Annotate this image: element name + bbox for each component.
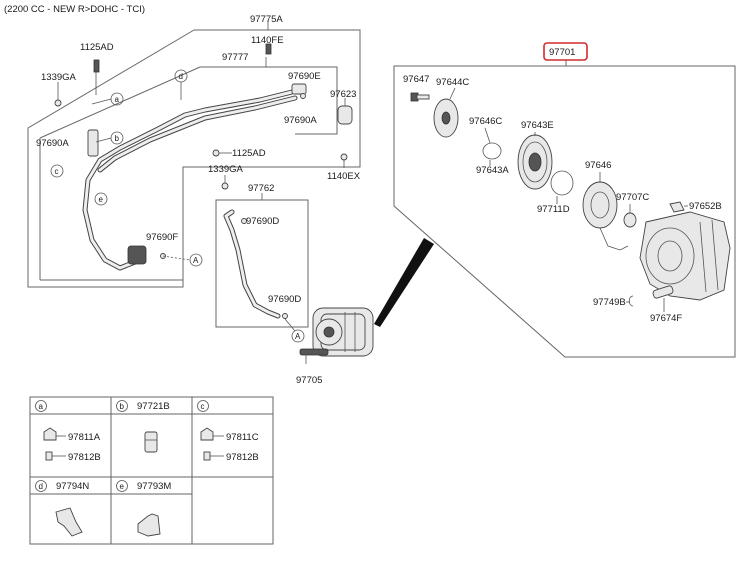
label-97623: 97623	[330, 89, 356, 100]
label-1140FE: 1140FE	[251, 35, 284, 46]
engine-caption: (2200 CC - NEW R>DOHC - TCI)	[4, 4, 145, 15]
suction-pipe	[82, 83, 307, 271]
label-97690D-top: 97690D	[246, 216, 279, 227]
label-97646: 97646	[585, 160, 611, 171]
svg-text:a: a	[39, 402, 44, 411]
label-97644C: 97644C	[436, 77, 469, 88]
label-97707C: 97707C	[616, 192, 649, 203]
legend-d-title: 97794N	[56, 481, 89, 492]
compressor-group-outline: 97701	[393, 42, 736, 358]
label-97690A-right: 97690A	[284, 115, 317, 126]
label-97775A: 97775A	[250, 14, 283, 25]
label-97690E: 97690E	[288, 71, 321, 82]
label-1140EX: 1140EX	[327, 171, 361, 182]
legend-cell-e: e 97793M	[116, 480, 171, 537]
legend-cell-b: b 97721B	[116, 400, 170, 453]
label-1339GA-mid: 1339GA	[208, 164, 244, 175]
legend-b-title: 97721B	[137, 401, 170, 412]
label-97705: 97705	[296, 375, 322, 386]
svg-text:e: e	[99, 195, 104, 204]
label-1125AD-top: 1125AD	[80, 42, 114, 53]
legend-cell-a: a 97811A 97812B	[35, 400, 101, 463]
hose-assembly-outline	[27, 20, 361, 288]
legend-c-part-1: 97811C	[226, 432, 259, 443]
compressor-illustration: 97705	[296, 238, 434, 386]
svg-text:a: a	[115, 95, 120, 104]
label-97749B: 97749B	[593, 297, 626, 308]
legend-cell-d: d 97794N	[35, 480, 89, 537]
label-97777: 97777	[222, 52, 248, 63]
label-97646C: 97646C	[469, 116, 502, 127]
label-97674F: 97674F	[650, 313, 682, 324]
label-97701: 97701	[549, 47, 575, 58]
legend-table	[29, 396, 274, 545]
svg-text:A: A	[193, 256, 199, 265]
svg-text:b: b	[115, 134, 120, 143]
label-97690A-left: 97690A	[36, 138, 69, 149]
label-1339GA-top: 1339GA	[41, 72, 77, 83]
fastener-group-left	[54, 43, 353, 259]
label-97643A: 97643A	[476, 165, 509, 176]
svg-text:e: e	[120, 482, 125, 491]
compressor-labels: 97647 97644C 97646C 97643E 97643A 97646 …	[403, 74, 722, 324]
label-97690D-bottom: 97690D	[268, 294, 301, 305]
label-97647: 97647	[403, 74, 429, 85]
label-97652B: 97652B	[689, 201, 722, 212]
compressor-parts	[410, 87, 731, 307]
legend-cell-c: c 97811C 97812B	[197, 400, 259, 463]
svg-text:d: d	[179, 72, 183, 81]
legend-a-part-2: 97812B	[68, 452, 101, 463]
legend-a-part-1: 97811A	[68, 432, 101, 443]
label-97643E: 97643E	[521, 120, 554, 131]
legend-c-part-2: 97812B	[226, 452, 259, 463]
svg-text:c: c	[201, 402, 205, 411]
svg-text:b: b	[120, 402, 125, 411]
svg-text:c: c	[55, 167, 59, 176]
callouts-left: a b c d e A	[50, 69, 203, 267]
left-assembly-labels: 97775A 1140FE 97777 1125AD 1339GA 97690E…	[36, 14, 361, 243]
label-97762: 97762	[248, 183, 274, 194]
legend-e-title: 97793M	[137, 481, 171, 492]
label-97690F: 97690F	[146, 232, 178, 243]
discharge-hose-box: 97762 97690D 97690D A	[215, 183, 309, 343]
svg-text:A: A	[295, 332, 301, 341]
label-1125AD-mid: 1125AD	[232, 148, 266, 159]
label-97711D: 97711D	[537, 204, 570, 215]
svg-text:d: d	[39, 482, 43, 491]
